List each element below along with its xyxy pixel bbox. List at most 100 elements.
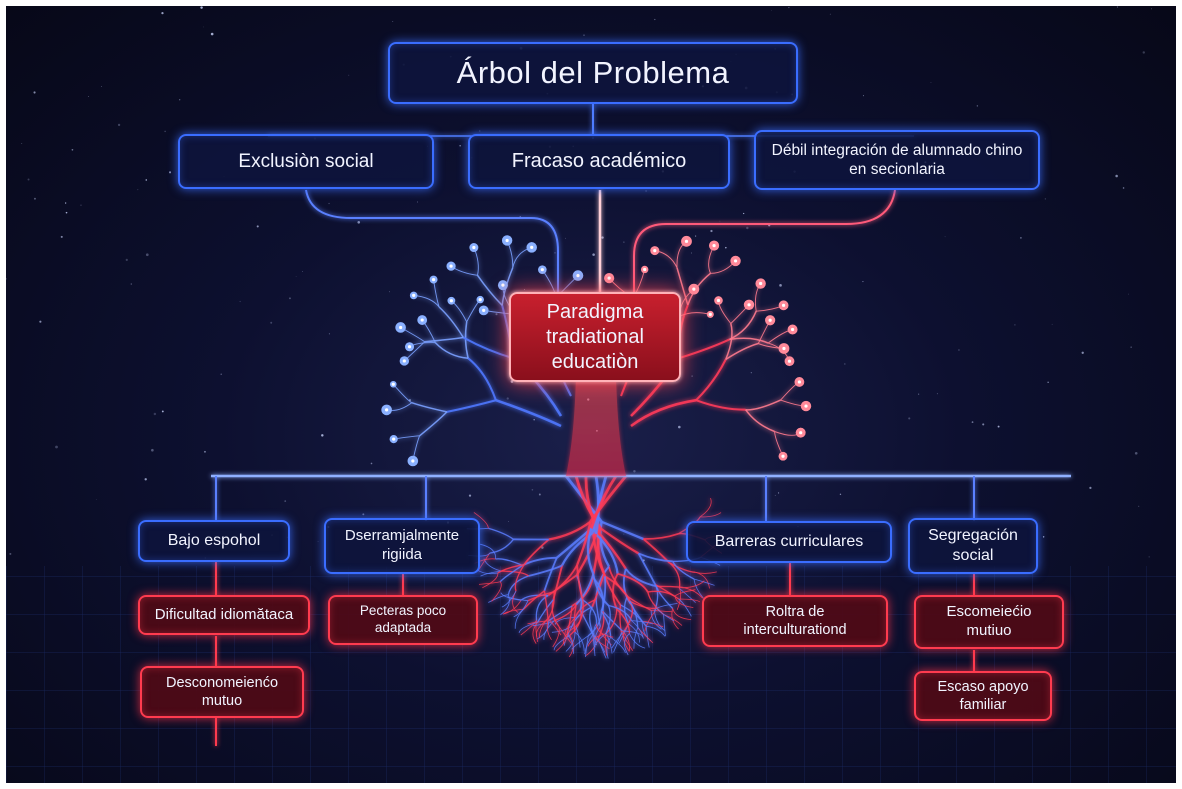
star [362,513,365,516]
star [151,448,154,452]
star [328,202,330,205]
glow-node-core [799,431,803,435]
star [971,421,974,424]
root [506,596,529,602]
root [589,475,628,523]
branch [466,299,481,323]
glow-node-core [402,359,406,363]
root [573,604,577,633]
star [725,246,727,249]
root [528,564,563,577]
glow-node-core [782,346,786,351]
star [1130,346,1132,348]
root [595,533,619,574]
star [719,220,721,222]
root [473,512,489,529]
glow-node-core [804,404,808,408]
root [553,604,577,622]
star [21,142,23,144]
root [597,531,627,570]
root [571,606,593,627]
glow-node-core [472,245,476,250]
star [506,397,509,400]
star [1128,293,1129,295]
star [976,105,979,107]
star [645,190,647,192]
sub-cause-box: Desconomeienćo mutuo [140,666,304,718]
effect-box: Fracaso académico [468,134,730,189]
star [348,74,350,76]
root [555,633,568,652]
star [302,271,304,272]
root [656,608,675,622]
root [547,617,562,636]
effect-box: Débil integración de alumnado chino en s… [754,130,1040,190]
branch [392,383,412,404]
star [930,82,932,84]
root [562,626,577,645]
star [239,300,241,303]
root [629,600,657,610]
root [633,627,639,649]
star [34,197,36,200]
star [862,95,864,97]
root [584,634,594,655]
root [637,552,656,585]
root [568,635,574,658]
root [576,565,584,601]
star [908,417,911,420]
root [693,578,704,599]
star [161,410,164,413]
diagram-title: Árbol del Problema [388,42,798,104]
root [543,590,549,619]
star [60,235,63,238]
root [554,617,576,625]
glow-node-core [708,312,712,316]
root [596,623,614,638]
root [699,497,712,518]
root [543,557,558,592]
root [551,625,573,633]
star [633,469,636,473]
cause-box: Dserramjalmente rigiida [324,518,480,574]
glow-node-core [768,318,772,322]
star [1051,323,1053,325]
root [489,538,515,554]
glow-node-core [759,281,763,286]
root [565,632,576,652]
root [674,589,696,597]
branch [462,336,514,360]
root [616,608,631,634]
star [1116,6,1119,8]
star [64,202,67,204]
star [690,252,692,254]
glow-node-core [530,245,534,249]
root [606,637,612,659]
root [592,573,610,607]
glow-node-core [787,359,792,363]
star [321,434,324,437]
star [27,178,30,181]
star [389,291,390,293]
glow-node-core [501,283,505,287]
star [779,284,782,287]
root [514,564,525,592]
root [500,594,510,616]
star [1151,8,1152,10]
root [683,587,703,599]
star [468,494,472,497]
root [625,568,657,588]
problem-tree-diagram: Árbol del Problema Exclusiòn social Frac… [6,6,1176,783]
root [679,588,696,603]
star [65,211,68,214]
star [788,7,790,9]
root [669,562,696,573]
branch [695,359,727,401]
star [117,123,121,127]
glow-node-core [540,268,544,272]
glow-node-core [716,298,721,303]
root [601,520,644,541]
star [583,34,585,36]
star [71,148,74,151]
glow-node-core [576,273,580,278]
